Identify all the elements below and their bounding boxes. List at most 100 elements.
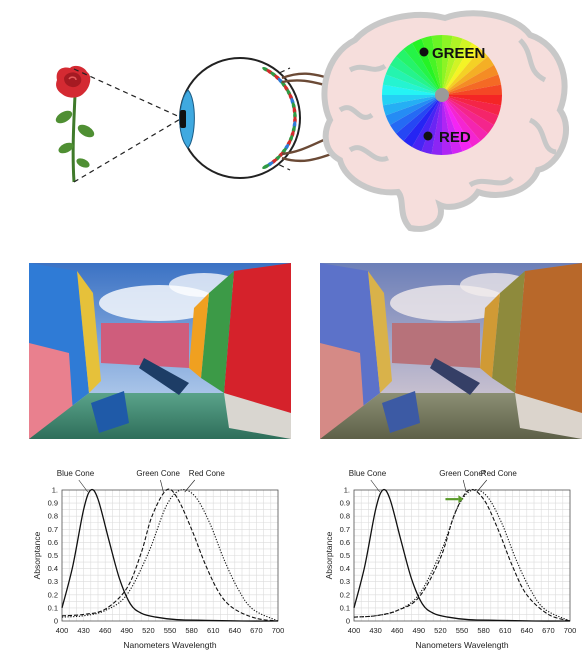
- x-tick-label: 490: [121, 626, 134, 635]
- y-tick-label: 0.5: [48, 551, 58, 560]
- wheel-segment: [442, 74, 502, 95]
- y-tick-label: 0.4: [48, 564, 58, 573]
- y-tick-label: 0.9: [340, 499, 350, 508]
- wheel-segment: [442, 84, 502, 95]
- y-tick-label: 0: [54, 617, 58, 626]
- series-label: Blue Cone: [349, 469, 387, 478]
- wheel-segment: [442, 95, 463, 155]
- x-tick-label: 550: [456, 626, 469, 635]
- x-tick-label: 580: [477, 626, 490, 635]
- red-marker: [423, 131, 433, 141]
- y-tick-label: 0: [346, 617, 350, 626]
- series-line-red-cone: [353, 489, 571, 622]
- y-tick-label: 1.: [52, 486, 58, 495]
- wheel-segment: [442, 38, 472, 95]
- wheel-segment: [382, 84, 442, 95]
- x-tick-label: 670: [250, 626, 263, 635]
- wheel-segment: [442, 35, 453, 95]
- wheel-segment: [442, 95, 502, 106]
- y-tick-label: 0.7: [340, 525, 350, 534]
- wheel-segment: [442, 95, 488, 141]
- x-tick-label: 490: [413, 626, 426, 635]
- rose-icon: [55, 65, 95, 183]
- x-tick-label: 400: [56, 626, 69, 635]
- red-label: RED: [439, 129, 471, 146]
- series-label: Green Cone: [136, 469, 180, 478]
- y-tick-label: 0.2: [48, 590, 58, 599]
- y-tick-label: 1.: [344, 486, 350, 495]
- y-tick-label: 0.9: [48, 499, 58, 508]
- y-tick-label: 0.3: [340, 577, 350, 586]
- wheel-segment: [442, 95, 453, 155]
- y-tick-label: 0.1: [340, 603, 350, 612]
- wheel-segment: [442, 35, 463, 95]
- y-tick-label: 0.8: [48, 512, 58, 521]
- wheel-segment: [442, 95, 481, 147]
- shift-arrow-head: [458, 495, 464, 504]
- wheel-segment: [442, 95, 472, 152]
- x-axis-label: Nanometers Wavelength: [415, 640, 509, 650]
- wheel-segment: [403, 43, 442, 95]
- cone-cell: [262, 164, 270, 170]
- y-axis-label: Absorptance: [32, 531, 42, 579]
- x-tick-label: 580: [185, 626, 198, 635]
- wheel-segment: [396, 95, 442, 141]
- wheel-segment: [382, 95, 442, 116]
- x-tick-label: 520: [434, 626, 447, 635]
- wheel-segment: [403, 95, 442, 147]
- wheel-segment: [431, 35, 442, 95]
- wheel-segment: [442, 56, 494, 95]
- series-line-green-cone: [61, 488, 279, 622]
- x-tick-label: 670: [542, 626, 555, 635]
- x-tick-label: 460: [391, 626, 404, 635]
- label-leader-line: [160, 479, 164, 493]
- y-axis-label: Absorptance: [324, 531, 334, 579]
- y-tick-label: 0.6: [340, 538, 350, 547]
- color-wheel: [382, 35, 502, 155]
- label-leader-line: [370, 479, 381, 493]
- wheel-segment: [431, 95, 442, 155]
- wheel-segment: [382, 95, 442, 106]
- wheel-segment: [442, 95, 499, 125]
- series-line-blue-cone: [353, 488, 571, 622]
- wheel-segment: [412, 38, 442, 95]
- y-tick-label: 0.5: [340, 551, 350, 560]
- wheel-segment: [412, 95, 442, 152]
- x-tick-label: 610: [499, 626, 512, 635]
- series-label: Blue Cone: [57, 469, 95, 478]
- plot-frame: [353, 489, 571, 622]
- series-line-green-cone: [353, 488, 571, 622]
- wheel-segment: [442, 95, 502, 116]
- series-line-blue-cone: [61, 488, 279, 622]
- wheel-segment: [385, 95, 442, 125]
- x-tick-label: 520: [142, 626, 155, 635]
- wheel-segment: [442, 95, 494, 134]
- wheel-segment: [442, 65, 499, 95]
- x-tick-label: 640: [229, 626, 242, 635]
- wheel-segment: [442, 43, 481, 95]
- x-tick-label: 700: [272, 626, 285, 635]
- series-label: Red Cone: [481, 469, 518, 478]
- series-label: Green Cone*: [439, 469, 486, 478]
- x-tick-label: 460: [99, 626, 112, 635]
- wheel-segment: [396, 49, 442, 95]
- canal-photo-normal: [29, 263, 291, 439]
- wheel-segment: [442, 49, 488, 95]
- vision-diagram: GREEN RED: [55, 10, 570, 232]
- series-label: Red Cone: [189, 469, 226, 478]
- x-axis-label: Nanometers Wavelength: [123, 640, 217, 650]
- wheel-segment: [390, 56, 442, 95]
- wheel-segment: [382, 74, 442, 95]
- x-tick-label: 610: [207, 626, 220, 635]
- series-line-red-cone: [61, 489, 279, 622]
- x-tick-label: 550: [164, 626, 177, 635]
- label-leader-line: [476, 479, 488, 493]
- wheel-segment: [390, 95, 442, 134]
- label-leader-line: [78, 479, 89, 493]
- x-tick-label: 400: [348, 626, 361, 635]
- label-leader-line: [462, 479, 467, 493]
- y-tick-label: 0.7: [48, 525, 58, 534]
- y-tick-label: 0.1: [48, 603, 58, 612]
